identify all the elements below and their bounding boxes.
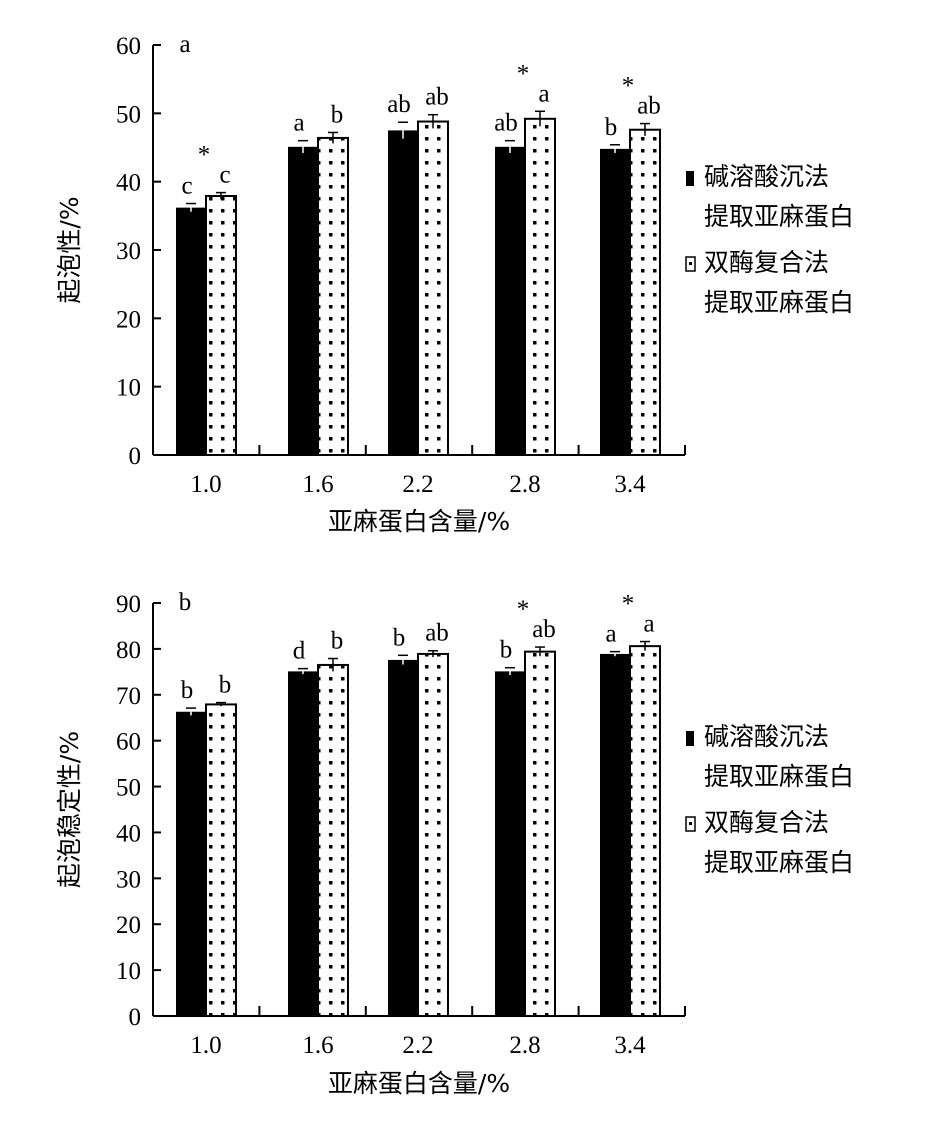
legend-entry-line: 提取亚麻蛋白 xyxy=(704,202,854,231)
significance-label: b xyxy=(500,637,513,664)
bar-enzyme xyxy=(317,663,349,1017)
x-tick-label: 3.4 xyxy=(614,1032,646,1059)
significance-label: c xyxy=(219,162,230,189)
bar-alkali xyxy=(600,653,630,1016)
y-tick-label: 60 xyxy=(116,729,141,756)
y-tick-label: 20 xyxy=(116,306,141,333)
significance-label: b xyxy=(331,628,344,655)
y-tick-label: 90 xyxy=(116,591,141,618)
bar-alkali xyxy=(176,207,206,455)
bar-enzyme xyxy=(417,652,449,1017)
significance-label: ab xyxy=(494,110,518,137)
bar-alkali xyxy=(388,659,418,1016)
corner-annotation: a xyxy=(179,31,190,58)
bar-alkali xyxy=(495,671,525,1016)
significance-star: * xyxy=(622,73,635,100)
significance-label: ab xyxy=(387,91,411,118)
bar-enzyme xyxy=(417,120,449,457)
legend-entry-line: 提取亚麻蛋白 xyxy=(704,762,854,791)
x-tick-label: 2.8 xyxy=(509,471,540,498)
y-tick-label: 80 xyxy=(116,637,141,664)
legend-entry: 碱溶酸沉法提取亚麻蛋白 xyxy=(704,722,854,791)
significance-label: b xyxy=(331,101,344,128)
bar-enzyme xyxy=(205,703,237,1017)
y-tick-label: 50 xyxy=(116,775,141,802)
y-tick-label: 70 xyxy=(116,683,141,710)
legend-entry-line: 提取亚麻蛋白 xyxy=(704,848,854,877)
significance-label: b xyxy=(181,677,194,704)
x-tick-label: 2.8 xyxy=(509,1032,540,1059)
legend-entry: 双酶复合法提取亚麻蛋白 xyxy=(704,808,854,877)
significance-star: * xyxy=(517,60,530,87)
bar-enzyme xyxy=(524,117,556,457)
significance-label: c xyxy=(181,173,192,200)
y-tick-label: 50 xyxy=(116,101,141,128)
y-tick-label: 0 xyxy=(129,443,142,470)
legend-entry-line: 碱溶酸沉法 xyxy=(704,722,829,751)
bar-enzyme xyxy=(524,650,556,1017)
y-tick-label: 10 xyxy=(116,958,141,985)
significance-label: ab xyxy=(425,84,449,111)
y-tick-label: 40 xyxy=(116,170,141,197)
significance-label: a xyxy=(538,80,549,107)
y-tick-label: 30 xyxy=(116,866,141,893)
x-tick-label: 1.6 xyxy=(302,1032,333,1059)
bar-enzyme xyxy=(629,645,661,1017)
y-tick-label: 60 xyxy=(116,33,141,60)
bar-alkali xyxy=(388,130,418,455)
x-axis-label: 亚麻蛋白含量/% xyxy=(328,1069,510,1098)
legend-swatch-alkali xyxy=(686,171,694,186)
bar-enzyme xyxy=(317,136,349,457)
significance-label: a xyxy=(643,611,654,638)
bar-enzyme xyxy=(205,195,237,456)
y-tick-label: 30 xyxy=(116,238,141,265)
significance-label: ab xyxy=(425,620,449,647)
legend-entry-line: 提取亚麻蛋白 xyxy=(704,288,854,317)
significance-label: a xyxy=(605,621,616,648)
legend-swatch-dot xyxy=(689,822,692,825)
bar-alkali xyxy=(288,671,318,1016)
significance-label: b xyxy=(219,672,232,699)
x-tick-label: 2.2 xyxy=(402,471,433,498)
x-tick-label: 2.2 xyxy=(402,1032,433,1059)
significance-label: a xyxy=(293,110,304,137)
y-axis-label: 起泡性/% xyxy=(55,196,84,303)
significance-label: ab xyxy=(637,93,661,120)
x-tick-label: 1.6 xyxy=(302,471,333,498)
corner-annotation: b xyxy=(179,589,192,616)
bar-enzyme xyxy=(629,128,661,456)
significance-label: d xyxy=(293,638,306,665)
significance-label: ab xyxy=(532,616,556,643)
x-tick-label: 3.4 xyxy=(614,471,646,498)
legend-entry-line: 双酶复合法 xyxy=(704,248,829,277)
legend-entry: 碱溶酸沉法提取亚麻蛋白 xyxy=(704,162,854,231)
x-tick-label: 1.0 xyxy=(190,1032,221,1059)
legend-entry: 双酶复合法提取亚麻蛋白 xyxy=(704,248,854,317)
bar-alkali xyxy=(176,711,206,1016)
significance-star: * xyxy=(517,596,530,623)
significance-label: b xyxy=(605,114,618,141)
y-tick-label: 0 xyxy=(129,1004,142,1031)
y-axis-label: 起泡稳定性/% xyxy=(55,731,84,888)
bar-alkali xyxy=(288,146,318,456)
significance-label: b xyxy=(393,624,406,651)
significance-star: * xyxy=(622,591,635,618)
y-tick-label: 10 xyxy=(116,375,141,402)
legend-entry-line: 双酶复合法 xyxy=(704,808,829,837)
legend-entry-line: 碱溶酸沉法 xyxy=(704,162,829,191)
x-axis-label: 亚麻蛋白含量/% xyxy=(328,507,510,536)
legend-swatch-dot xyxy=(689,262,692,265)
x-tick-label: 1.0 xyxy=(190,471,221,498)
y-tick-label: 20 xyxy=(116,912,141,939)
legend-swatch-alkali xyxy=(686,731,694,746)
bar-alkali xyxy=(600,148,630,455)
y-tick-label: 40 xyxy=(116,820,141,847)
bar-alkali xyxy=(495,146,525,456)
significance-star: * xyxy=(198,142,211,169)
